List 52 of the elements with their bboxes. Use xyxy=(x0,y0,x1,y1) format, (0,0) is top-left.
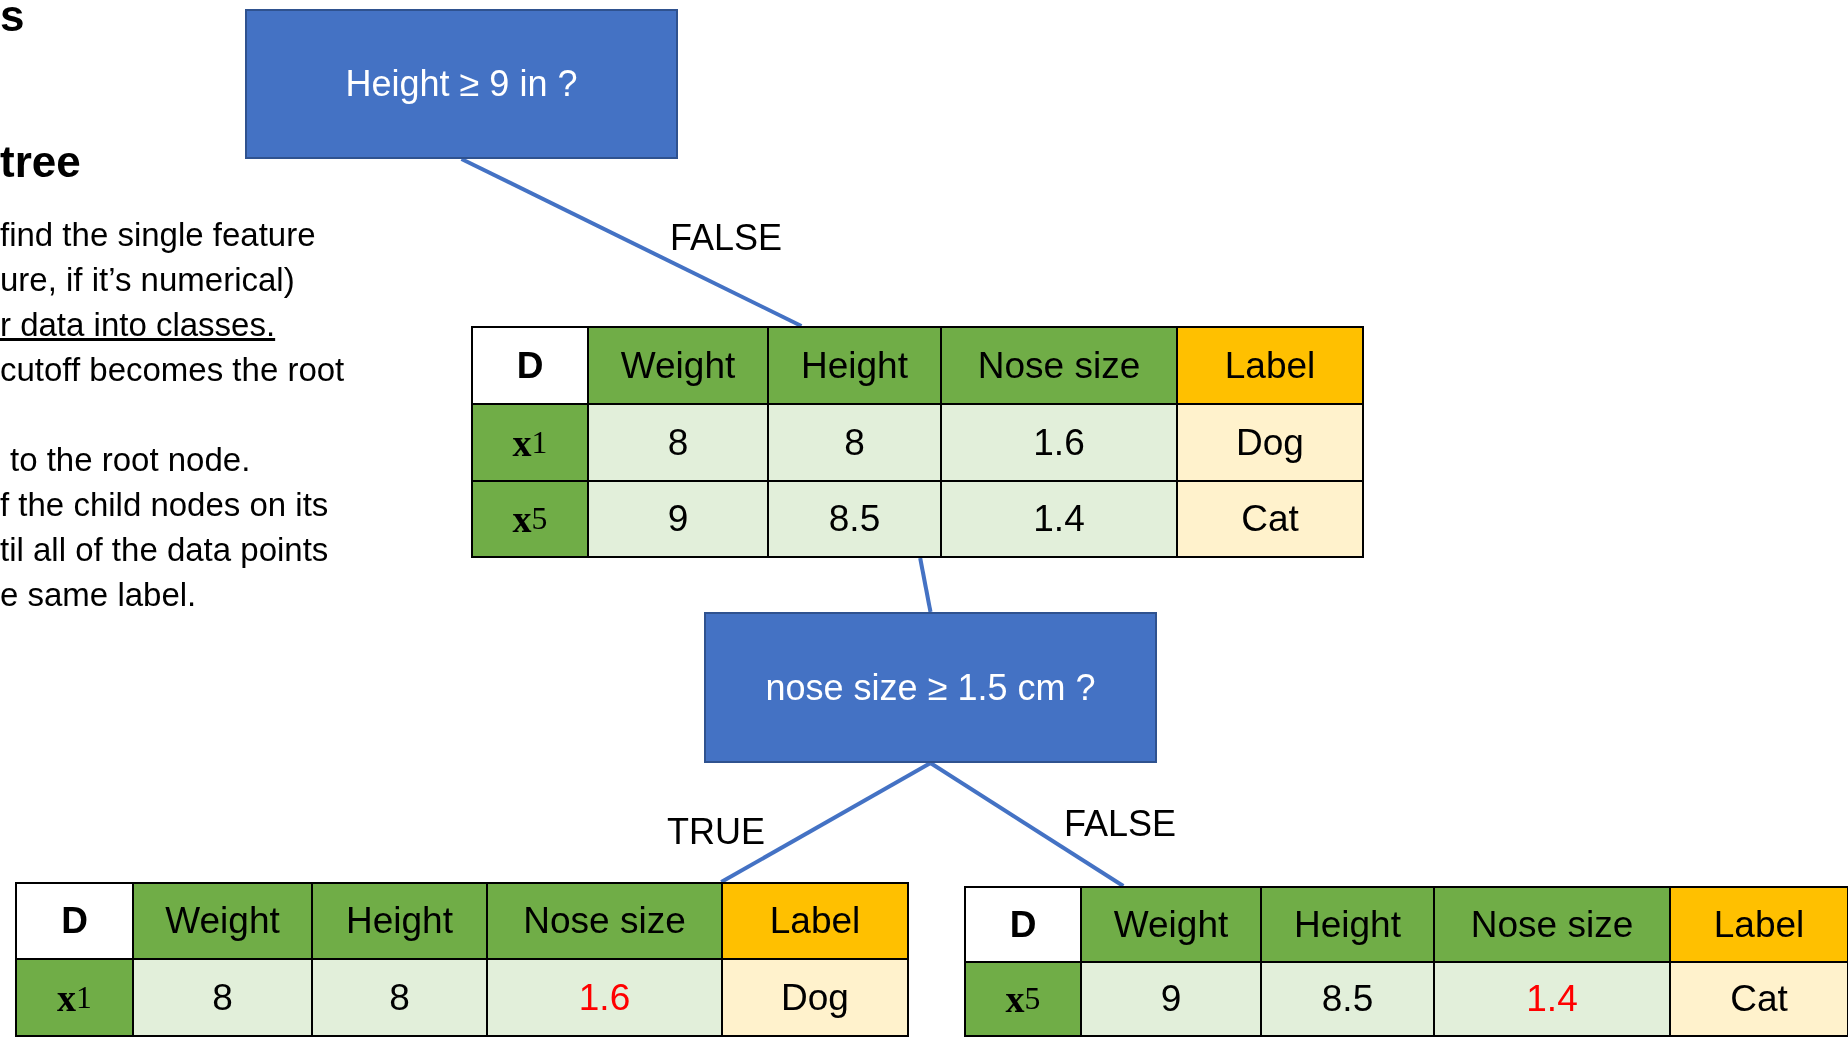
heading-text: s xyxy=(0,0,25,38)
connector-line xyxy=(918,557,933,613)
data-cell: 8.5 xyxy=(1262,963,1433,1035)
header-cell: Weight xyxy=(1082,888,1260,961)
body-text: ure, if it’s numerical) xyxy=(0,263,295,296)
header-cell: Nose size xyxy=(488,884,721,958)
body-text: find the single feature xyxy=(0,218,316,251)
label-header-cell: Label xyxy=(1178,328,1362,403)
label-cell: Dog xyxy=(723,960,907,1035)
decision-box xyxy=(704,612,1157,763)
header-cell: Weight xyxy=(589,328,767,403)
label-cell: Cat xyxy=(1671,963,1847,1035)
corner-header-cell: D xyxy=(473,328,587,403)
header-cell: Nose size xyxy=(942,328,1176,403)
header-cell: Height xyxy=(313,884,486,958)
data-table xyxy=(471,326,1364,558)
data-cell: 1.4 xyxy=(1435,963,1669,1035)
heading-text: tree xyxy=(0,140,81,184)
body-text: to the root node. xyxy=(10,443,251,476)
header-cell: Weight xyxy=(134,884,311,958)
data-cell: 8 xyxy=(134,960,311,1035)
data-cell: 8.5 xyxy=(769,482,940,556)
corner-header-cell: D xyxy=(17,884,132,958)
label-header-cell: Label xyxy=(723,884,907,958)
body-text: r data into classes. xyxy=(0,308,276,341)
body-text: f the child nodes on its xyxy=(0,488,329,521)
connector-line xyxy=(460,157,803,328)
data-cell: 1.4 xyxy=(942,482,1176,556)
body-text: cutoff becomes the root xyxy=(0,353,345,386)
connector-line xyxy=(929,761,1125,888)
data-table xyxy=(15,882,909,1037)
data-cell: 8 xyxy=(589,405,767,480)
label-header-cell: Label xyxy=(1671,888,1847,961)
corner-header-cell: D xyxy=(966,888,1080,961)
connector-line xyxy=(720,761,932,884)
decision-box xyxy=(245,9,678,159)
data-cell: 8 xyxy=(769,405,940,480)
data-table xyxy=(964,886,1848,1037)
question-text: nose size ≥ 1.5 cm ? xyxy=(765,666,1096,709)
data-cell: 8 xyxy=(313,960,486,1035)
body-text: til all of the data points xyxy=(0,533,329,566)
data-cell: 1.6 xyxy=(488,960,721,1035)
header-cell: Nose size xyxy=(1435,888,1669,961)
body-text: e same label. xyxy=(0,578,197,611)
data-cell: 9 xyxy=(1082,963,1260,1035)
label-cell: Dog xyxy=(1178,405,1362,480)
header-cell: Height xyxy=(769,328,940,403)
data-cell: 9 xyxy=(589,482,767,556)
label-cell: Cat xyxy=(1178,482,1362,556)
question-text: Height ≥ 9 in ? xyxy=(345,63,578,105)
data-cell: 1.6 xyxy=(942,405,1176,480)
header-cell: Height xyxy=(1262,888,1433,961)
